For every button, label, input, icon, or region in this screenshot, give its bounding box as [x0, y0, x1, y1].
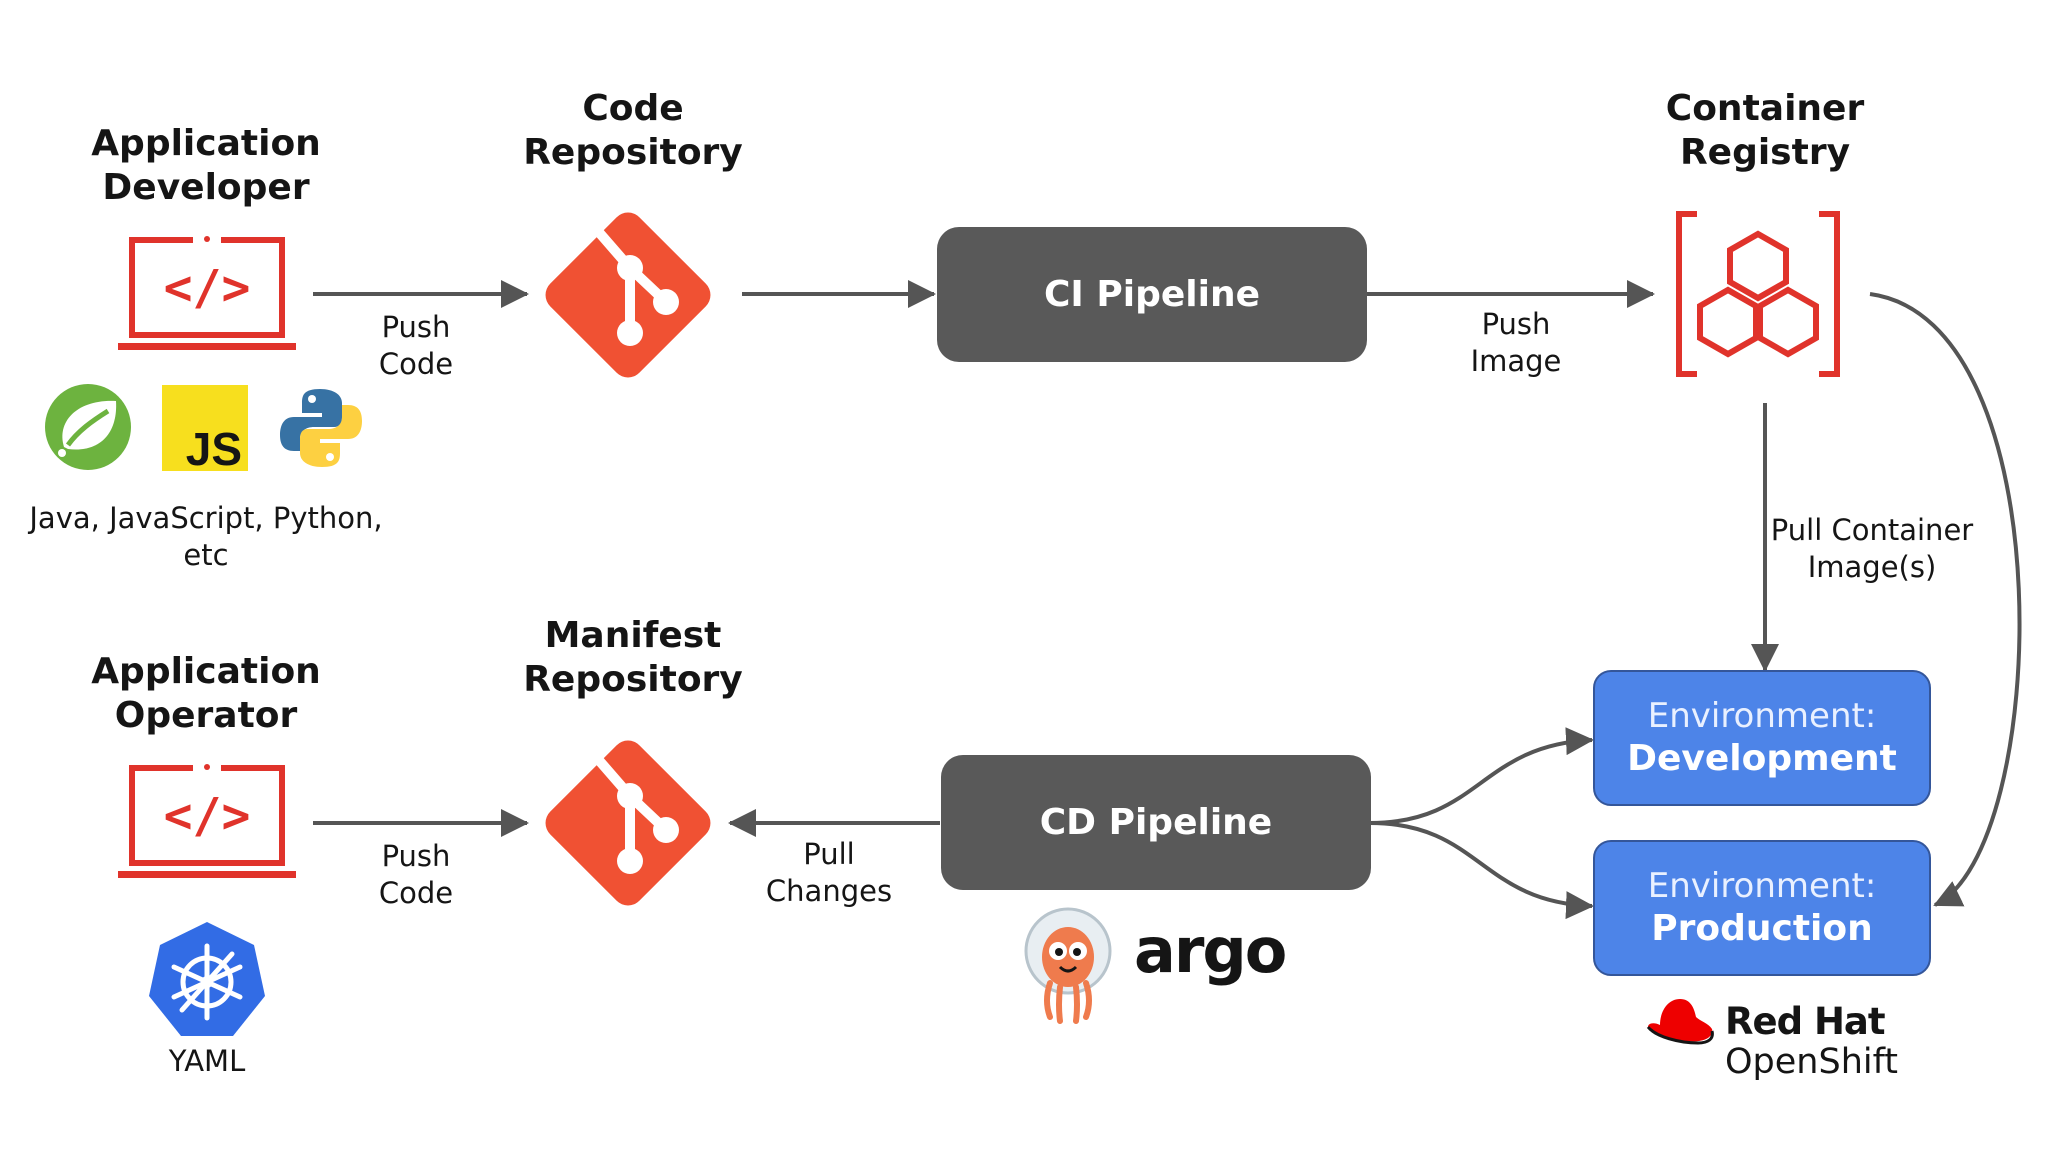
redhat-openshift-logo: Red Hat OpenShift — [1725, 1000, 1899, 1083]
manifest-repo-heading-line1: Manifest — [544, 615, 722, 656]
languages-caption: Java, JavaScript, Python, etc — [29, 500, 382, 574]
languages-caption-line1: Java, JavaScript, Python, — [29, 501, 383, 535]
operator-heading: Application Operator — [6, 650, 406, 738]
edge-label-line: Push — [381, 839, 451, 873]
env-development-box: Environment: Development — [1593, 670, 1931, 806]
registry-heading-line2: Registry — [1679, 132, 1851, 173]
edge-label-line: Changes — [765, 874, 893, 908]
argo-mascot-icon — [1024, 907, 1112, 1024]
env-production-prefix: Environment: — [1647, 866, 1877, 906]
edge-label-ci-push: Push Image — [1366, 306, 1666, 380]
code-repo-heading-line1: Code — [582, 88, 684, 129]
languages-caption-line2: etc — [183, 538, 229, 572]
arrow-registry-to-prod-env — [1869, 292, 2022, 907]
code-repo-heading-line2: Repository — [523, 132, 743, 173]
edge-label-pull-changes: Pull Changes — [679, 836, 979, 910]
developer-heading-line2: Developer — [102, 167, 310, 208]
arrow-cd-to-dev-env — [1369, 727, 1594, 825]
openshift-wordmark: OpenShift — [1725, 1042, 1899, 1082]
edge-label-dev-push: Push Code — [266, 309, 566, 383]
container-registry-icon — [1676, 211, 1840, 377]
env-production-name: Production — [1651, 908, 1873, 949]
edge-label-line: Code — [378, 347, 454, 381]
git-icon — [545, 740, 711, 906]
registry-heading: Container Registry — [1565, 87, 1965, 175]
edge-label-pull-image: Pull Container Image(s) — [1722, 512, 2022, 586]
env-production-box: Environment: Production — [1593, 840, 1931, 976]
developer-heading-line1: Application — [91, 123, 321, 164]
kubernetes-icon — [149, 922, 265, 1036]
edge-label-op-push: Push Code — [266, 838, 566, 912]
registry-heading-line1: Container — [1665, 88, 1865, 129]
arrow-cd-to-prod-env — [1369, 821, 1594, 920]
laptop-code-icon: </> — [118, 760, 296, 878]
ci-pipeline-box: CI Pipeline — [937, 227, 1367, 362]
git-icon — [545, 212, 711, 378]
python-icon — [280, 389, 362, 467]
spring-icon — [45, 384, 131, 470]
js-badge-text: JS — [186, 423, 242, 471]
redhat-hat-icon — [1646, 999, 1714, 1045]
svg-text:</>: </> — [164, 260, 251, 316]
edge-label-line: Image(s) — [1807, 550, 1937, 584]
env-development-prefix: Environment: — [1647, 696, 1877, 736]
yaml-caption: YAML — [57, 1043, 357, 1080]
edge-label-line: Pull — [803, 837, 855, 871]
javascript-icon: JS — [162, 385, 248, 471]
argo-wordmark: argo — [1134, 914, 1287, 987]
edge-label-line: Pull Container — [1770, 513, 1974, 547]
edge-label-line: Push — [381, 310, 451, 344]
manifest-repo-heading: Manifest Repository — [433, 614, 833, 702]
svg-text:</>: </> — [164, 788, 251, 844]
env-development-name: Development — [1627, 738, 1897, 779]
laptop-code-icon: </> — [118, 232, 296, 350]
edge-label-line: Image — [1470, 344, 1562, 378]
manifest-repo-heading-line2: Repository — [523, 659, 743, 700]
cd-pipeline-label: CD Pipeline — [1039, 802, 1273, 843]
operator-heading-line2: Operator — [114, 695, 298, 736]
edge-label-line: Code — [378, 876, 454, 910]
cd-pipeline-box: CD Pipeline — [941, 755, 1371, 890]
ci-pipeline-label: CI Pipeline — [1044, 274, 1260, 315]
yaml-caption-text: YAML — [168, 1044, 246, 1078]
operator-heading-line1: Application — [91, 651, 321, 692]
developer-heading: Application Developer — [6, 122, 406, 210]
code-repo-heading: Code Repository — [433, 87, 833, 175]
redhat-wordmark: Red Hat — [1725, 1000, 1886, 1043]
edge-label-line: Push — [1481, 307, 1551, 341]
